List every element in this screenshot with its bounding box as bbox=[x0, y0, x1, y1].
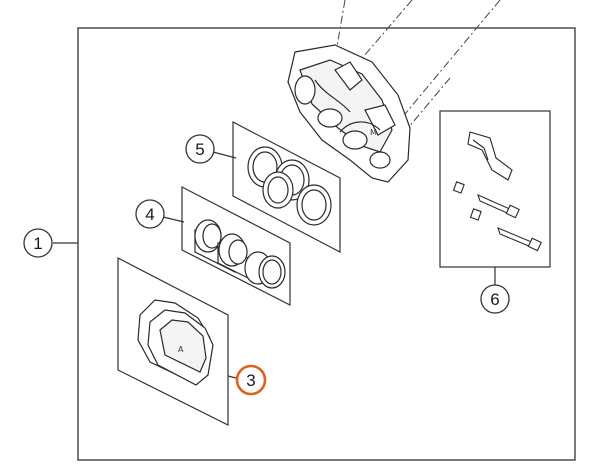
callout-4[interactable]: 4 bbox=[135, 199, 185, 229]
svg-text:A: A bbox=[178, 345, 184, 354]
callout-5[interactable]: 5 bbox=[185, 134, 237, 164]
callout-4-label: 4 bbox=[145, 205, 154, 224]
pin-kit-parts bbox=[452, 131, 542, 252]
callout-1-label: 1 bbox=[33, 234, 42, 253]
callout-5-label: 5 bbox=[195, 140, 204, 159]
seals-panel bbox=[232, 121, 341, 253]
pin-kit-group bbox=[439, 110, 551, 268]
svg-text:M: M bbox=[370, 128, 377, 137]
pistons-panel bbox=[181, 186, 291, 306]
callout-3-highlight-ring bbox=[235, 364, 267, 396]
brake-pads-group: A bbox=[117, 257, 229, 426]
callout-6[interactable]: 6 bbox=[480, 267, 510, 314]
callout-3[interactable]: 3 bbox=[227, 364, 267, 396]
seal-rings bbox=[247, 146, 332, 226]
callout-6-label: 6 bbox=[490, 290, 499, 309]
callout-1[interactable]: 1 bbox=[23, 228, 78, 258]
assembly-frame bbox=[77, 27, 576, 461]
callout-3-label: 3 bbox=[246, 371, 255, 390]
seals-group bbox=[232, 121, 341, 253]
piston-cylinders bbox=[194, 219, 286, 289]
caliper-body: M bbox=[287, 0, 501, 183]
brake-pads-panel bbox=[117, 257, 229, 426]
pistons-group bbox=[181, 186, 291, 306]
brake-pads: A bbox=[137, 299, 214, 386]
